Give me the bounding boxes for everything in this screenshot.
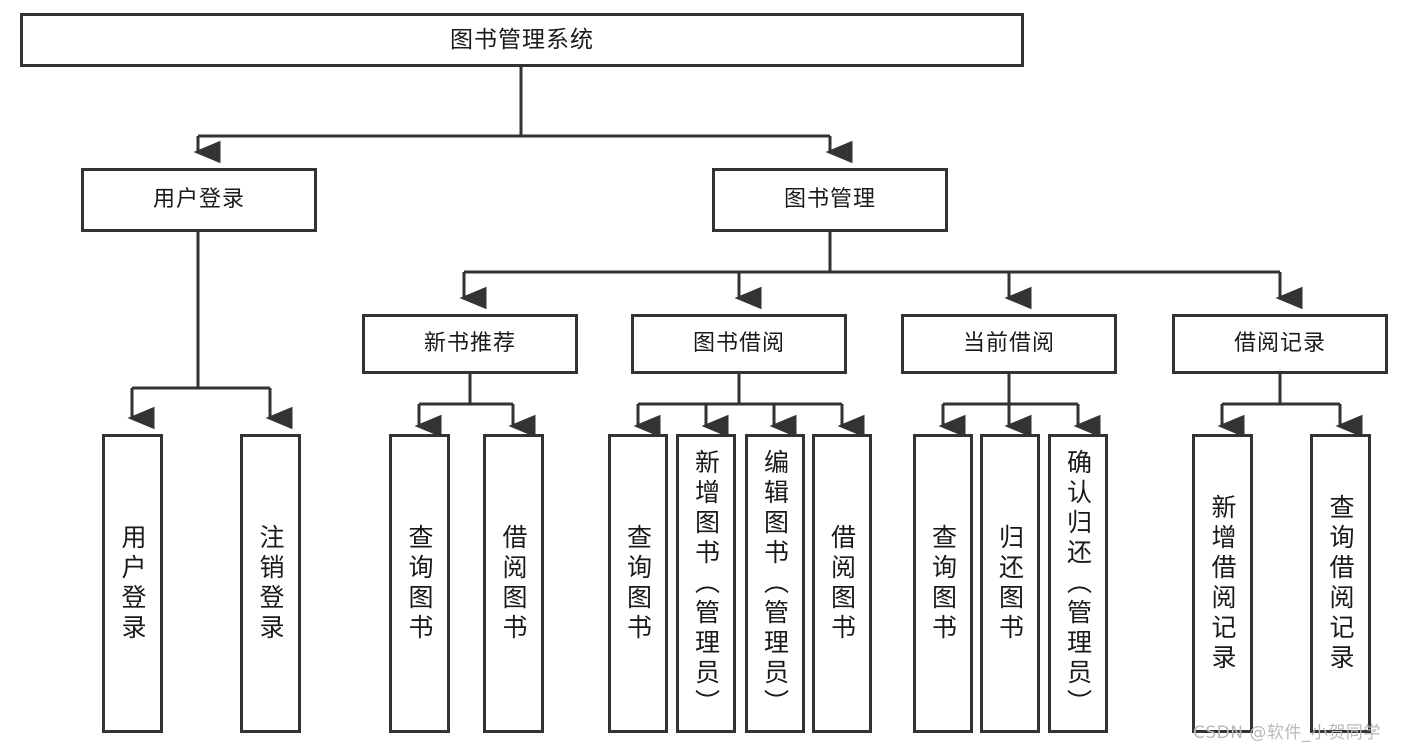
leaf-records-add-record[interactable]: 新增借阅记录 (1192, 434, 1253, 733)
node-root-system[interactable]: 图书管理系统 (20, 13, 1024, 67)
node-new-book-recommend[interactable]: 新书推荐 (362, 314, 578, 374)
node-book-management[interactable]: 图书管理 (712, 168, 948, 232)
leaf-borrow-query-book[interactable]: 查询图书 (608, 434, 668, 733)
node-label: 图书借阅 (692, 331, 785, 357)
node-current-borrow[interactable]: 当前借阅 (901, 314, 1117, 374)
node-user-login[interactable]: 用户登录 (81, 168, 317, 232)
node-label: 注销登录 (256, 523, 285, 644)
node-label: 用户登录 (152, 187, 245, 213)
leaf-new-book-query[interactable]: 查询图书 (389, 434, 450, 733)
node-label: 查询图书 (928, 523, 958, 644)
node-label: 借阅图书 (827, 523, 857, 644)
leaf-current-query-book[interactable]: 查询图书 (913, 434, 973, 733)
node-label: 编辑图书（管理员） (760, 448, 790, 719)
node-label: 归还图书 (995, 523, 1025, 644)
node-label: 新书推荐 (423, 331, 516, 357)
leaf-borrow-add-book-admin[interactable]: 新增图书（管理员） (676, 434, 736, 733)
leaf-current-return-book[interactable]: 归还图书 (980, 434, 1040, 733)
node-book-borrow[interactable]: 图书借阅 (631, 314, 847, 374)
node-label: 查询图书 (405, 523, 434, 644)
csdn-watermark: CSDN @软件_小贺同学 (1193, 723, 1381, 743)
leaf-borrow-edit-book-admin[interactable]: 编辑图书（管理员） (745, 434, 805, 733)
node-label: 借阅图书 (499, 523, 528, 644)
node-label: 借阅记录 (1233, 331, 1326, 357)
node-label: 用户登录 (118, 523, 147, 644)
node-label: 图书管理 (783, 187, 876, 213)
node-label: 查询借阅记录 (1326, 493, 1355, 674)
leaf-user-login-logout[interactable]: 注销登录 (240, 434, 301, 733)
leaf-records-query-record[interactable]: 查询借阅记录 (1310, 434, 1371, 733)
node-borrow-records[interactable]: 借阅记录 (1172, 314, 1388, 374)
leaf-user-login-login[interactable]: 用户登录 (102, 434, 163, 733)
leaf-new-book-borrow[interactable]: 借阅图书 (483, 434, 544, 733)
node-label: 新增借阅记录 (1208, 493, 1237, 674)
node-label: 当前借阅 (962, 331, 1055, 357)
node-label: 查询图书 (623, 523, 653, 644)
leaf-current-confirm-return-admin[interactable]: 确认归还（管理员） (1048, 434, 1108, 733)
leaf-borrow-borrow-book[interactable]: 借阅图书 (812, 434, 872, 733)
node-label: 图书管理系统 (450, 26, 594, 53)
node-label: 确认归还（管理员） (1063, 448, 1093, 719)
node-label: 新增图书（管理员） (691, 448, 721, 719)
